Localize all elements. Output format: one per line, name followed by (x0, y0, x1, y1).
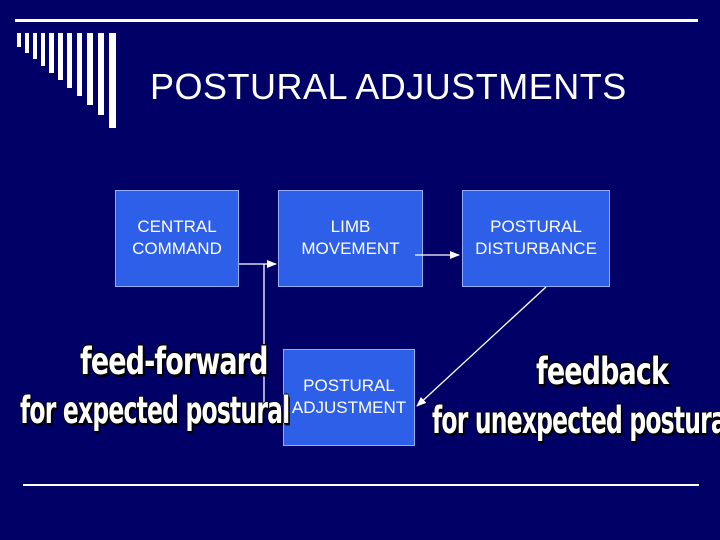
postural-adjustment-line1: POSTURAL (303, 376, 395, 395)
central-command-box: CENTRAL COMMAND (115, 190, 239, 287)
central-command-line2: COMMAND (132, 239, 222, 258)
feedforward-sublabel: for expected postural (20, 388, 290, 433)
postural-disturbance-line2: DISTURBANCE (475, 239, 597, 258)
limb-movement-box: LIMB MOVEMENT (278, 190, 423, 287)
bottom-divider (23, 484, 699, 486)
feedback-label: feedback (536, 350, 669, 394)
central-command-line1: CENTRAL (137, 217, 217, 236)
limb-movement-line2: MOVEMENT (301, 239, 400, 258)
postural-disturbance-box: POSTURAL DISTURBANCE (462, 190, 610, 287)
postural-adjustment-line2: ADJUSTMENT (291, 398, 407, 417)
decorative-stripes (17, 33, 116, 128)
arrow-command-to-adjustment (263, 264, 282, 410)
feedforward-label: feed-forward (80, 340, 268, 384)
arrow-disturbance-to-adjustment (416, 286, 547, 407)
limb-movement-line1: LIMB (330, 217, 371, 236)
slide-title: POSTURAL ADJUSTMENTS (150, 66, 627, 107)
postural-disturbance-line1: POSTURAL (490, 217, 582, 236)
feedback-sublabel: for unexpected postural (432, 398, 720, 443)
postural-adjustment-box: POSTURAL ADJUSTMENT (283, 349, 415, 446)
top-divider (15, 19, 698, 22)
